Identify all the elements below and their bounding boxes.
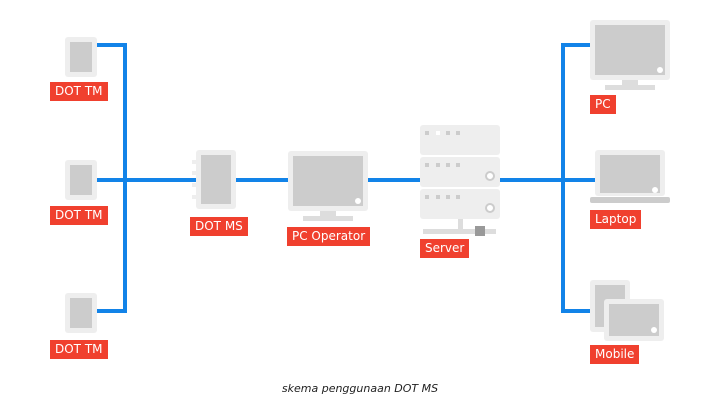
monitor-icon [288,151,368,221]
right-bus [500,43,597,313]
laptop-icon [590,150,670,203]
label-laptop: Laptop [590,210,642,229]
server-icon [420,125,500,236]
tablet-icon [65,160,97,200]
label-pc-operator: PC Operator [287,227,371,246]
left-bus [97,43,196,313]
dot-ms-device-icon [192,150,236,209]
tablet-icon [65,37,97,77]
label-dot-tm-1: DOT TM [50,82,108,101]
label-pc: PC [590,95,616,114]
mobile-devices-icon [590,280,664,341]
label-dot-tm-3: DOT TM [50,340,108,359]
links [97,43,597,313]
label-dot-ms: DOT MS [190,217,248,236]
label-server: Server [420,239,470,258]
diagram-caption: skema penggunaan DOT MS [281,382,439,395]
tablet-icon [65,293,97,333]
label-mobile: Mobile [590,345,640,364]
pc-icon [590,20,670,90]
label-dot-tm-2: DOT TM [50,206,108,225]
